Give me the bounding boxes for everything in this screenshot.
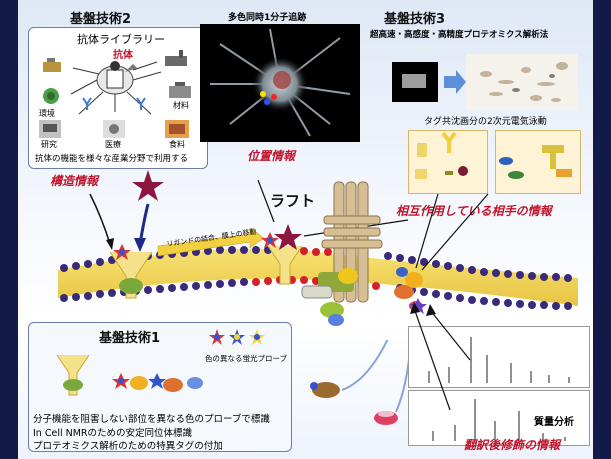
tech1-line-1: 分子機能を阻害しない部位を異なる色のプローブで標識 xyxy=(33,414,270,425)
transmembrane-complex xyxy=(301,181,383,303)
env-label: 環境 xyxy=(39,109,55,118)
tech3-title: 基盤技術3 xyxy=(384,12,446,27)
receptor-center xyxy=(261,224,303,285)
research-icon xyxy=(39,120,61,138)
frame-right xyxy=(593,0,611,459)
tech3-subtitle: 超高速・高感度・高精度プロテオミクス解析法 xyxy=(370,30,549,40)
tool-icon xyxy=(43,58,61,72)
ptm-info-label: 翻訳後修飾の情報 xyxy=(464,438,561,452)
bottom-proteins xyxy=(310,340,412,425)
raft-label: ラフト xyxy=(270,192,316,210)
factory-icon xyxy=(165,50,187,66)
library-title: 抗体ライブラリー xyxy=(77,33,165,46)
research-label: 研究 xyxy=(41,140,57,149)
ligand-star xyxy=(132,170,164,201)
center-title: 多色同時1分子追跡 xyxy=(228,13,307,23)
frame-left xyxy=(0,0,18,459)
food-label: 食料 xyxy=(169,140,185,149)
env-icon xyxy=(43,88,59,104)
interaction-box-right xyxy=(495,130,581,194)
lab-scientist-icon xyxy=(96,61,137,95)
probe-label: 色の異なる蛍光プローブ xyxy=(205,354,288,363)
antibody-usage-diagram xyxy=(39,50,191,138)
gel-image-small xyxy=(392,62,438,102)
material-icon xyxy=(169,82,191,98)
tech1-panel: 基盤技術1 色の異なる蛍光プローブ 分子機能を阻害しない部位を異なる色のプローブ… xyxy=(28,322,292,452)
antibody-library-panel: 抗体ライブラリー 抗体 xyxy=(28,27,208,169)
gel-2d-image xyxy=(466,54,578,110)
receptor-yellow xyxy=(109,251,153,299)
tech2-title: 基盤技術2 xyxy=(70,12,132,27)
probe-left-star xyxy=(113,244,131,260)
interaction-box-left xyxy=(408,130,488,194)
tech1-line-2: In Cell NMRのための安定同位体標識 xyxy=(33,428,193,439)
mass-spec-arrows xyxy=(410,302,471,411)
tech1-line-3: プロテオミクス解析のための特異タグの付加 xyxy=(33,441,223,452)
tech2-caption: 抗体の機能を様々な産業分野で利用する xyxy=(35,154,189,164)
single-molecule-image xyxy=(200,24,360,142)
medical-icon xyxy=(103,120,125,138)
probe-icons xyxy=(209,329,265,345)
tech3-caption: タグ共沈画分の2次元電気泳動 xyxy=(424,117,547,127)
tech1-title: 基盤技術1 xyxy=(99,331,161,346)
cell-membrane-diagram xyxy=(58,170,578,326)
gel-arrow xyxy=(444,70,466,94)
position-info-label: 位置情報 xyxy=(247,149,296,163)
labeled-protein-icons xyxy=(56,354,203,396)
mass-spec-label: 質量分析 xyxy=(534,417,574,428)
mass-spectrum-bottom xyxy=(408,390,590,446)
medical-label: 医療 xyxy=(105,140,121,149)
food-icon xyxy=(165,120,189,138)
structure-info-label: 構造情報 xyxy=(50,174,99,188)
material-label: 材料 xyxy=(173,101,189,110)
antibody-label: 抗体 xyxy=(113,50,133,61)
